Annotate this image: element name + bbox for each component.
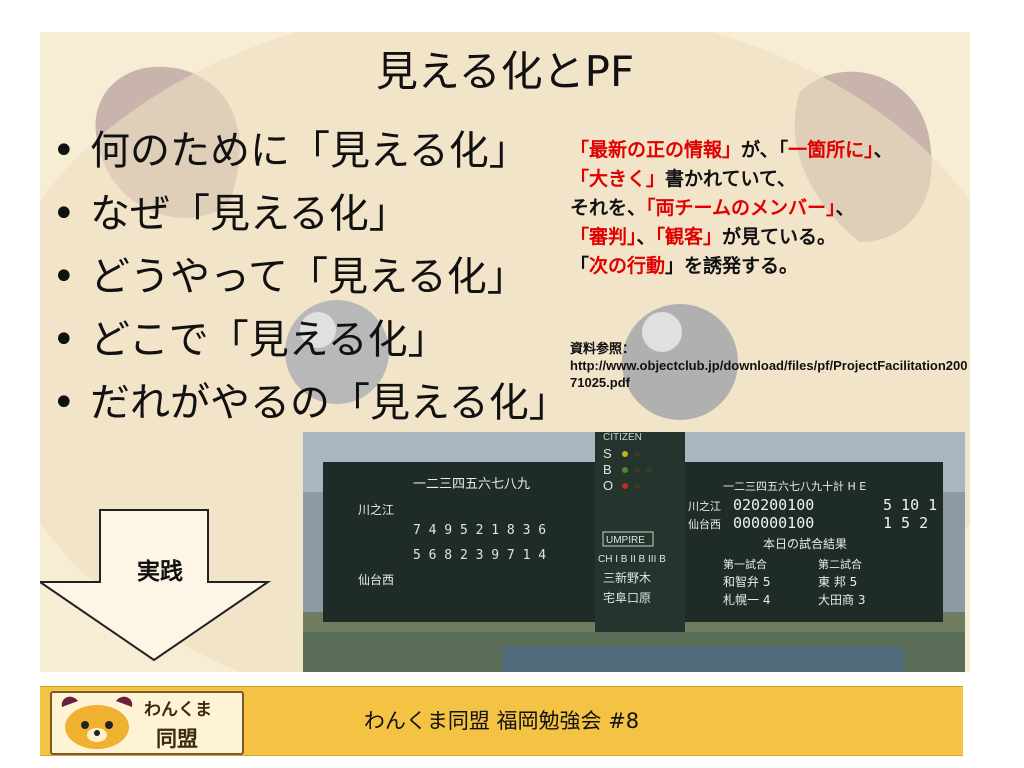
lineup-numbers-2: 5 6 8 2 3 9 7 1 4 <box>413 548 546 563</box>
results-title: 本日の試合結果 <box>763 536 847 551</box>
wankuma-logo: わんくま 同盟 <box>50 691 244 755</box>
reference: 資料参照： http://www.objectclub.jp/download/… <box>570 340 970 391</box>
slide-title: 見える化とPF <box>375 47 635 96</box>
bullet-item: だれがやるの「見える化」 <box>52 372 569 435</box>
footer-title: わんくま同盟 福岡勉強会 #8 <box>363 709 640 733</box>
game2-team2: 大田商 3 <box>818 592 865 607</box>
game1-team2: 札幌一 4 <box>723 592 770 607</box>
note-part: 「観客」 <box>655 227 723 248</box>
note-part: 、 <box>873 140 893 161</box>
umpire-label: UMPIRE <box>606 535 645 546</box>
team2-name: 仙台西 <box>358 572 394 587</box>
note-part: 、 <box>835 198 855 219</box>
score-header: 一二三四五六七八九十計 H E <box>723 479 866 493</box>
umpire-names-2: 宅阜口原 <box>603 590 651 605</box>
note-part: それを、 <box>570 198 647 219</box>
note-part: が、「 <box>741 140 789 161</box>
note-part: 「最新の正の情報」 <box>570 140 742 161</box>
umpire-names: 三新野木 <box>603 570 651 585</box>
bear-logo-icon <box>61 696 133 749</box>
footer: わんくま 同盟 わんくま同盟 福岡勉強会 #8 <box>40 686 963 756</box>
note-part: 「大きく」 <box>570 169 666 190</box>
reference-label: 資料参照： <box>570 341 636 356</box>
scoreboard-svg: CITIZEN S B O 一二三四五六七八九 川之江 仙台西 7 4 9 5 … <box>303 432 965 672</box>
score-team2-label: 仙台西 <box>688 517 721 531</box>
logo-text-line1: わんくま <box>144 700 212 720</box>
innings-row: 一二三四五六七八九 <box>413 477 530 492</box>
down-arrow-icon <box>40 509 272 662</box>
bullet-item: どうやって「見える化」 <box>52 246 569 309</box>
score-team2-rhe: 1 5 2 <box>883 514 928 532</box>
bullet-item: 何のために「見える化」 <box>52 120 569 183</box>
note-part: 「審判」 <box>570 227 637 248</box>
scoreboard-photo: CITIZEN S B O 一二三四五六七八九 川之江 仙台西 7 4 9 5 … <box>303 432 965 672</box>
bullet-list: 何のために「見える化」 なぜ「見える化」 どうやって「見える化」 どこで「見える… <box>52 120 569 435</box>
reference-link[interactable]: http://www.objectclub.jp/download/files/… <box>570 358 968 390</box>
game2-label: 第二試合 <box>818 557 862 571</box>
game2-team1: 東 邦 5 <box>818 575 857 589</box>
note-part: 、 <box>636 227 656 248</box>
score-team2-innings: 000000100 <box>733 514 814 532</box>
note-part: 「 <box>570 256 590 277</box>
score-team1-rhe: 5 10 1 <box>883 496 937 514</box>
game1-label: 第一試合 <box>723 557 767 571</box>
game1-team1: 和智弁 5 <box>723 574 770 589</box>
scoreboard-note: 「最新の正の情報」が、「一箇所に」、「大きく」書かれていて、 それを、「両チーム… <box>570 136 970 281</box>
bullet-item: どこで「見える化」 <box>52 309 569 372</box>
sbo-b: B <box>603 462 612 477</box>
note-part: 」を誘発する。 <box>665 256 799 277</box>
note-part: 次の行動 <box>589 256 666 277</box>
umpire-positions: CH I B II B III B <box>598 554 666 565</box>
sbo-s: S <box>603 446 612 461</box>
sbo-o: O <box>603 478 613 493</box>
note-part: 「両チームのメンバー」 <box>646 198 836 219</box>
lineup-numbers-1: 7 4 9 5 2 1 8 3 6 <box>413 523 546 538</box>
score-team1-innings: 020200100 <box>733 496 814 514</box>
team1-name: 川之江 <box>358 503 394 517</box>
slide: 見える化とPF 何のために「見える化」 なぜ「見える化」 どうやって「見える化」… <box>40 32 970 672</box>
score-team1-label: 川之江 <box>688 499 721 513</box>
note-part: 書かれていて、 <box>665 169 796 190</box>
bullet-item: なぜ「見える化」 <box>52 183 569 246</box>
note-part: が見ている。 <box>722 227 837 248</box>
logo-text-line2: 同盟 <box>156 727 198 751</box>
note-part: 一箇所に」 <box>788 140 874 161</box>
scoreboard-brand: CITIZEN <box>603 432 642 443</box>
arrow-label: 実践 <box>137 558 183 584</box>
